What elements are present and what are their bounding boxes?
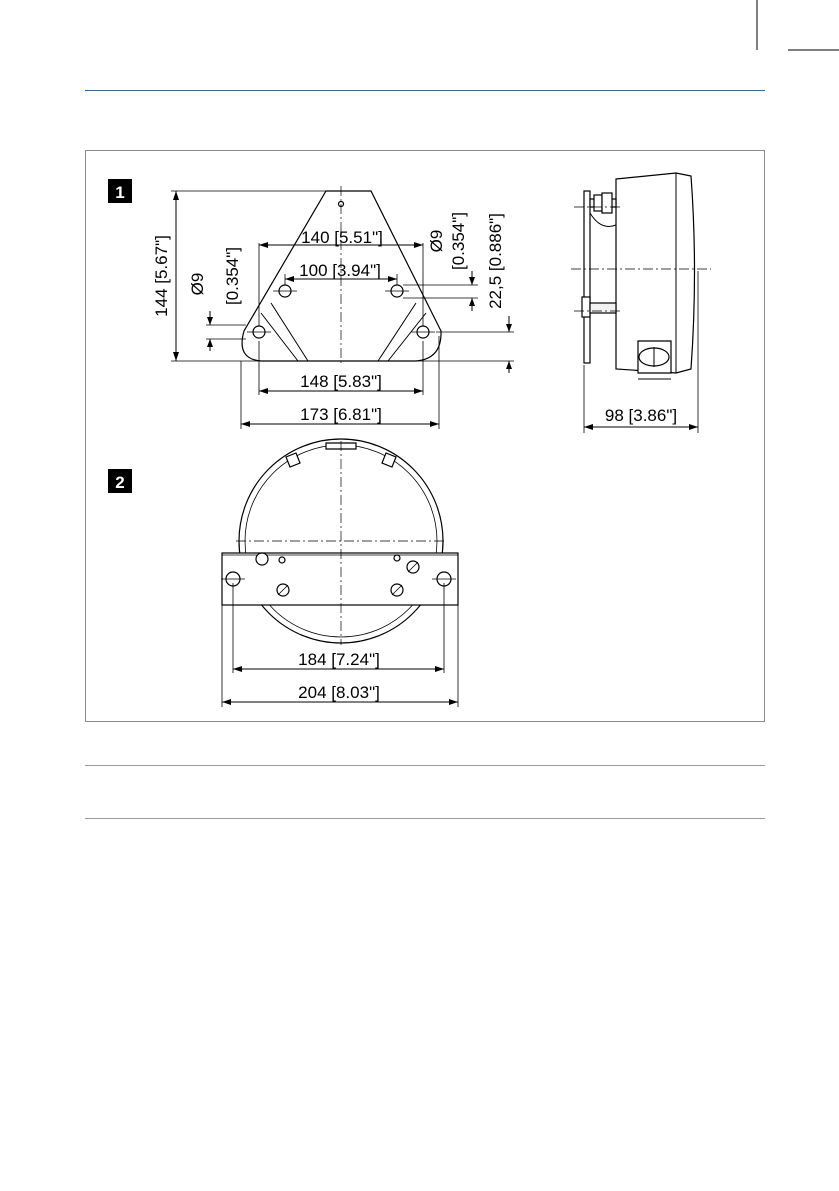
- view1-badge-label: 1: [115, 183, 124, 202]
- dim-204: 204 [8.03"]: [298, 683, 380, 702]
- caption-rule-top: [85, 765, 765, 766]
- view1-front: 1 144 [5.67"]: [108, 179, 514, 429]
- dim-right-dia-9: Ø9: [427, 230, 446, 253]
- page-corner-mark: [0, 0, 839, 60]
- dim-100: 100 [3.94"]: [299, 261, 381, 280]
- header-rule: [85, 90, 765, 91]
- caption-rule-bottom: [85, 818, 765, 819]
- dim-height-144: 144 [5.67"]: [152, 235, 171, 317]
- view1-side: 98 [3.86"]: [571, 173, 711, 433]
- side-mounting-plate: [584, 191, 590, 363]
- dim-140: 140 [5.51"]: [301, 228, 383, 247]
- dim-right-dia-0354: [0.354"]: [449, 212, 468, 270]
- dim-left-dia-0354: [0.354"]: [223, 247, 242, 305]
- dim-148: 148 [5.83"]: [300, 372, 382, 391]
- view2-badge-label: 2: [115, 473, 124, 492]
- view2-top: 2: [108, 439, 458, 707]
- dim-left-dia-9: Ø9: [188, 273, 207, 296]
- dimension-drawing: 1 144 [5.67"]: [85, 150, 765, 722]
- dim-173: 173 [6.81"]: [300, 405, 382, 424]
- dim-98: 98 [3.86"]: [605, 406, 677, 425]
- dim-184: 184 [7.24"]: [298, 650, 380, 669]
- dim-22-5: 22,5 [0.886"]: [486, 213, 505, 309]
